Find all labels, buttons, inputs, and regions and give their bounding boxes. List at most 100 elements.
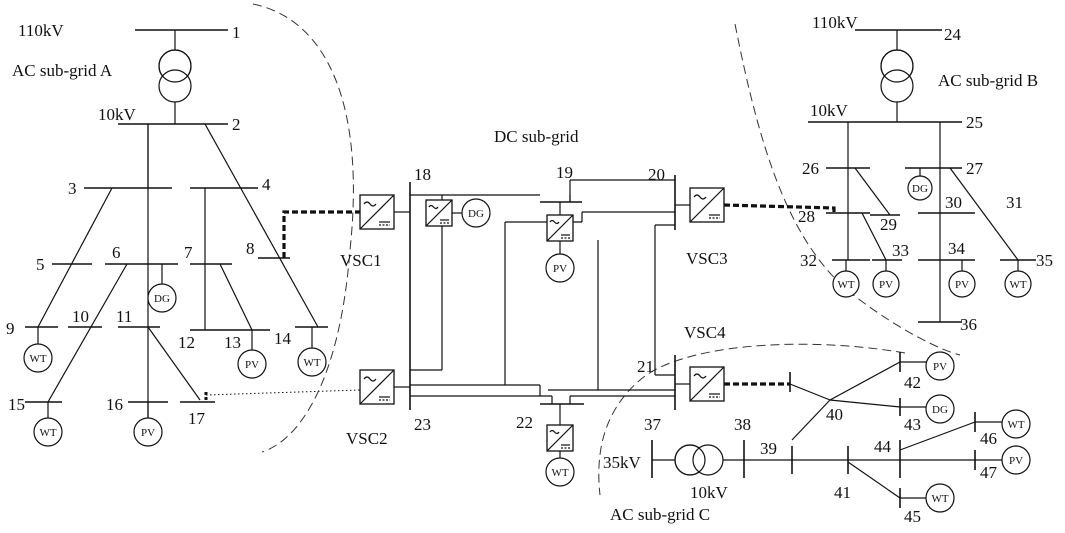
- dc-converter-dg: [425, 199, 453, 227]
- bus-label-34: 34: [948, 239, 966, 258]
- bus-label-31: 31: [1006, 193, 1023, 212]
- pv-unit-c42: [925, 351, 955, 381]
- bus-label-3: 3: [68, 179, 77, 198]
- dg-unit-c43: [925, 394, 955, 424]
- bus-label-23: 23: [414, 415, 431, 434]
- wt-label: WT: [1007, 419, 1024, 431]
- bus-label-2: 2: [232, 115, 241, 134]
- vsc1-label: VSC1: [340, 251, 382, 270]
- bus-label-36: 36: [960, 315, 977, 334]
- bus-label-39: 39: [760, 439, 777, 458]
- bus-label-22: 22: [516, 413, 533, 432]
- bus-label-27: 27: [966, 159, 984, 178]
- bus-label-8: 8: [246, 239, 255, 258]
- bus-label-33: 33: [892, 241, 909, 260]
- bus-label-45: 45: [904, 507, 921, 526]
- vsc4-converter: [689, 366, 725, 402]
- bus-label-28: 28: [798, 207, 815, 226]
- bus-label-13: 13: [224, 333, 241, 352]
- pv-label: PV: [141, 427, 155, 439]
- bus-label-15: 15: [8, 395, 25, 414]
- bus-label-29: 29: [880, 215, 897, 234]
- bus-label-16: 16: [106, 395, 123, 414]
- region-label-dc: DC sub-grid: [494, 127, 579, 146]
- voltage-label-a-low: 10kV: [98, 105, 137, 124]
- dg-unit-dc18: [461, 198, 491, 228]
- pv-unit-a16: [133, 417, 163, 447]
- bus-label-18: 18: [414, 165, 431, 184]
- vsc2-converter: [359, 369, 395, 405]
- bus-label-21: 21: [637, 357, 654, 376]
- pv-unit-b34: [948, 270, 976, 298]
- wt-label: WT: [39, 427, 56, 439]
- wt-unit-c45: [925, 483, 955, 513]
- link-bus17-vsc2: [205, 389, 361, 396]
- dg-unit-a6: [147, 283, 177, 313]
- bus-label-4: 4: [262, 175, 271, 194]
- wt-unit-a9: [23, 343, 53, 373]
- region-b-boundary: [734, 23, 961, 356]
- vsc3-converter: [689, 187, 725, 223]
- pv-unit-dc19: [545, 253, 575, 283]
- dg-label: DG: [932, 404, 948, 416]
- vsc2-label: VSC2: [346, 429, 388, 448]
- link-vsc3-bus28: [723, 203, 836, 213]
- region-label-c: AC sub-grid C: [610, 505, 710, 524]
- bus-label-25: 25: [966, 113, 983, 132]
- bus-label-24: 24: [944, 25, 962, 44]
- bus-label-20: 20: [648, 165, 665, 184]
- pv-label: PV: [955, 279, 969, 291]
- wt-unit-b35: [1004, 270, 1032, 298]
- bus-label-40: 40: [826, 405, 843, 424]
- bus-label-10: 10: [72, 307, 89, 326]
- wt-unit-a15: [33, 417, 63, 447]
- dg-label: DG: [468, 208, 484, 220]
- region-a-boundary: [252, 3, 354, 453]
- transformer-a-lower-winding: [158, 69, 192, 103]
- pv-label: PV: [879, 279, 893, 291]
- dg-label: DG: [154, 293, 170, 305]
- wt-label: WT: [931, 493, 948, 505]
- bus-label-30: 30: [945, 193, 962, 212]
- wt-label: WT: [29, 353, 46, 365]
- transformer-c-right-winding: [692, 444, 724, 476]
- wt-label: WT: [551, 467, 568, 479]
- bus-label-12: 12: [178, 333, 195, 352]
- vsc1-converter: [359, 194, 395, 230]
- wt-label: WT: [837, 279, 854, 291]
- bus-label-43: 43: [904, 415, 921, 434]
- bus-label-14: 14: [274, 329, 292, 348]
- wt-label: WT: [303, 357, 320, 369]
- voltage-label-b-low: 10kV: [810, 101, 849, 120]
- pv-label: PV: [1009, 455, 1023, 467]
- bus-label-37: 37: [644, 415, 662, 434]
- voltage-label-c-high: 35kV: [603, 453, 642, 472]
- bus-label-32: 32: [800, 251, 817, 270]
- bus-label-26: 26: [802, 159, 819, 178]
- region-c-boundary: [598, 343, 906, 496]
- dc-converter-wt: [546, 424, 574, 452]
- bus-label-11: 11: [116, 307, 132, 326]
- wt-unit-a14: [297, 347, 327, 377]
- bus-label-7: 7: [184, 243, 193, 262]
- bus-label-1: 1: [232, 23, 241, 42]
- pv-label: PV: [933, 361, 947, 373]
- region-label-a: AC sub-grid A: [12, 61, 113, 80]
- dc-converter-pv: [546, 214, 574, 242]
- pv-label: PV: [553, 263, 567, 275]
- wt-unit-b32: [832, 270, 860, 298]
- bus-label-9: 9: [6, 319, 15, 338]
- bus-label-42: 42: [904, 373, 921, 392]
- bus-label-5: 5: [36, 255, 45, 274]
- pv-label: PV: [245, 359, 259, 371]
- wt-unit-c46: [1001, 409, 1031, 439]
- dg-label: DG: [912, 183, 928, 195]
- bus-label-47: 47: [980, 463, 998, 482]
- bus-label-38: 38: [734, 415, 751, 434]
- voltage-label-a-high: 110kV: [18, 21, 64, 40]
- bus-label-41: 41: [834, 483, 851, 502]
- bus-label-44: 44: [874, 437, 892, 456]
- bus-label-19: 19: [556, 163, 573, 182]
